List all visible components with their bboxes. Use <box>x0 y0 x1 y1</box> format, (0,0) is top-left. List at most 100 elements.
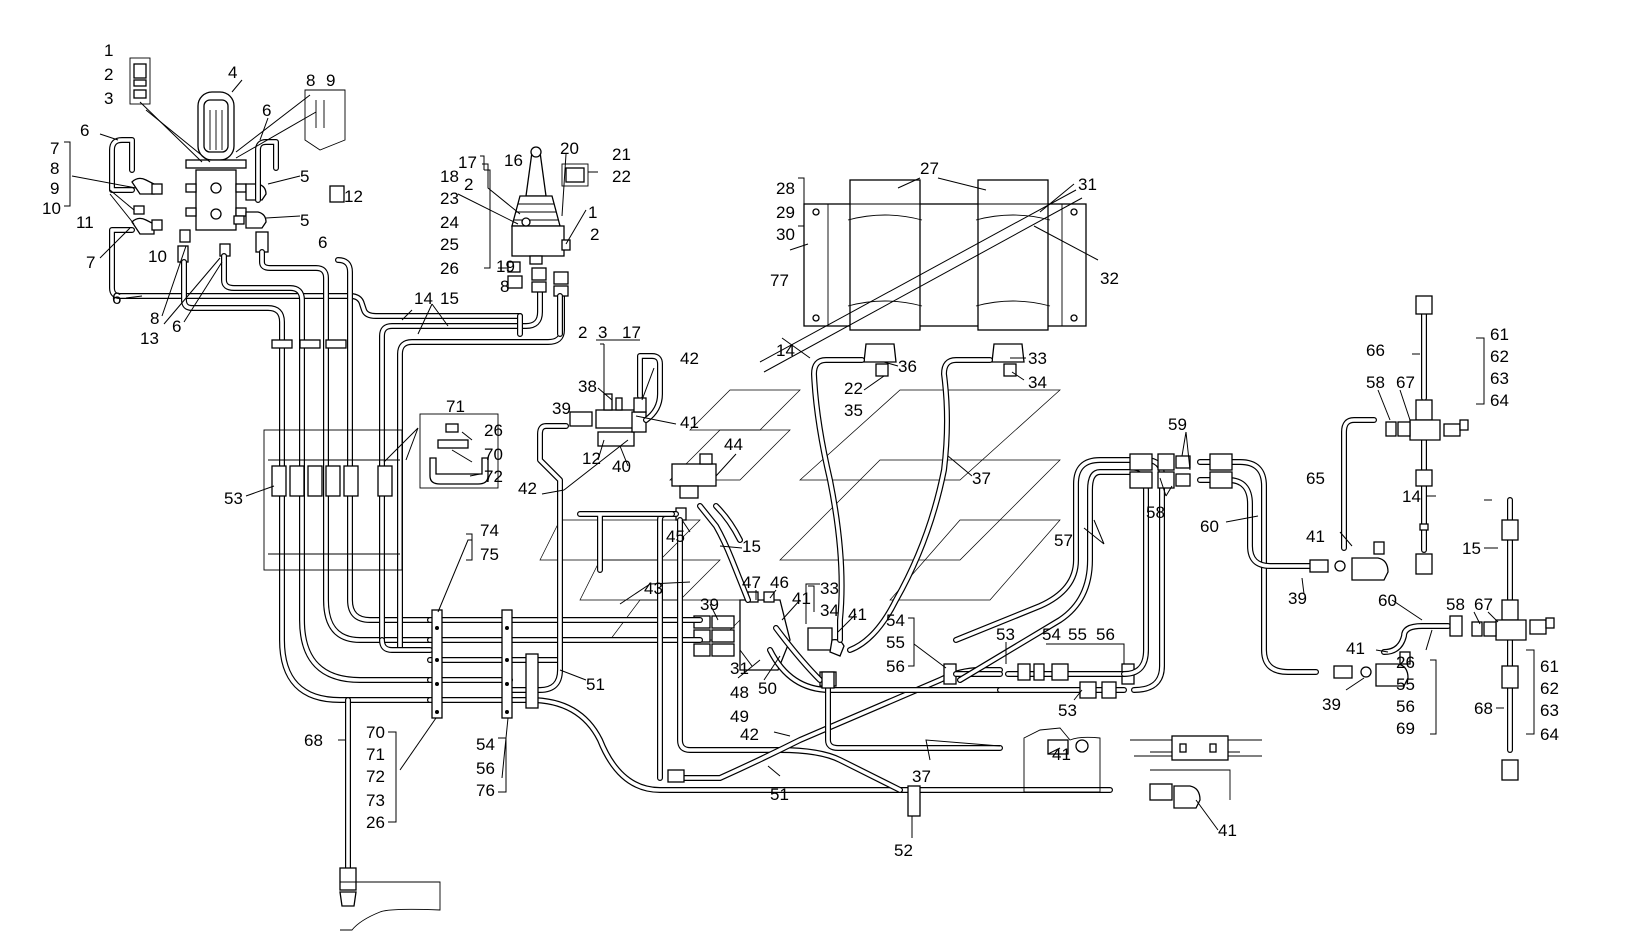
callout-10: 10 <box>42 199 61 218</box>
callout-66: 66 <box>1366 341 1385 360</box>
callout-44: 44 <box>724 435 743 454</box>
callout-41: 41 <box>792 589 811 608</box>
callout-60: 60 <box>1378 591 1397 610</box>
callout-brackets <box>64 141 1535 823</box>
valve-block-38 <box>569 353 663 447</box>
callout-15: 15 <box>742 537 761 556</box>
callout-3: 3 <box>104 89 113 108</box>
callout-12: 12 <box>344 187 363 206</box>
callout-53: 53 <box>996 625 1015 644</box>
callout-54: 54 <box>886 611 905 630</box>
callout-2: 2 <box>464 175 473 194</box>
clamp-detail-box <box>419 413 499 489</box>
callout-56: 56 <box>1396 697 1415 716</box>
callout-55: 55 <box>1068 625 1087 644</box>
callout-49: 49 <box>730 707 749 726</box>
callout-45: 45 <box>666 527 685 546</box>
callout-42: 42 <box>680 349 699 368</box>
callout-55: 55 <box>886 633 905 652</box>
callout-77: 77 <box>770 271 789 290</box>
panel-53 <box>263 339 403 571</box>
callout-73: 73 <box>366 791 385 810</box>
callout-59: 59 <box>1168 415 1187 434</box>
callout-74: 74 <box>480 521 499 540</box>
callout-15: 15 <box>440 289 459 308</box>
callout-6: 6 <box>172 317 181 336</box>
callout-61: 61 <box>1490 325 1509 344</box>
callout-62: 62 <box>1490 347 1509 366</box>
callout-71: 71 <box>366 745 385 764</box>
callout-41: 41 <box>848 605 867 624</box>
callout-17: 17 <box>458 153 477 172</box>
callout-40: 40 <box>612 457 631 476</box>
callout-10: 10 <box>148 247 167 266</box>
callout-76: 76 <box>476 781 495 800</box>
callout-18: 18 <box>440 167 459 186</box>
callout-39: 39 <box>1322 695 1341 714</box>
callout-56: 56 <box>476 759 495 778</box>
callout-29: 29 <box>776 203 795 222</box>
callout-39: 39 <box>552 399 571 418</box>
callout-13: 13 <box>140 329 159 348</box>
callout-37: 37 <box>912 767 931 786</box>
callout-7: 7 <box>86 253 95 272</box>
callout-34: 34 <box>1028 373 1047 392</box>
callout-54: 54 <box>1042 625 1061 644</box>
callout-62: 62 <box>1540 679 1559 698</box>
callout-72: 72 <box>484 467 503 486</box>
callout-64: 64 <box>1490 391 1509 410</box>
callout-64: 64 <box>1540 725 1559 744</box>
callout-65: 65 <box>1306 469 1325 488</box>
callout-58: 58 <box>1366 373 1385 392</box>
callout-67: 67 <box>1396 373 1415 392</box>
callout-8: 8 <box>150 309 159 328</box>
clamps <box>431 609 1135 817</box>
callout-70: 70 <box>484 445 503 464</box>
callout-21: 21 <box>612 145 631 164</box>
callout-51: 51 <box>586 675 605 694</box>
callout-43: 43 <box>644 579 663 598</box>
joystick-assembly <box>507 146 589 297</box>
callout-labels: 1 2 3 4 8 9 6 6 7 8 9 10 5 12 5 11 7 10 … <box>42 41 1559 860</box>
callout-41: 41 <box>1052 745 1071 764</box>
callout-2: 2 <box>590 225 599 244</box>
callout-68: 68 <box>1474 699 1493 718</box>
callout-33: 33 <box>820 579 839 598</box>
callout-22: 22 <box>844 379 863 398</box>
callout-8: 8 <box>306 71 315 90</box>
callout-31: 31 <box>730 659 749 678</box>
callout-19: 19 <box>496 257 515 276</box>
callout-1: 1 <box>104 41 113 60</box>
callout-5: 5 <box>300 211 309 230</box>
leader-lines <box>71 79 1504 838</box>
callout-58: 58 <box>1446 595 1465 614</box>
callout-28: 28 <box>776 179 795 198</box>
callout-53: 53 <box>1058 701 1077 720</box>
callout-34: 34 <box>820 601 839 620</box>
callout-26: 26 <box>440 259 459 278</box>
right-fittings <box>1017 295 1555 809</box>
callout-41: 41 <box>1218 821 1237 840</box>
callout-69: 69 <box>1396 719 1415 738</box>
callout-53: 53 <box>224 489 243 508</box>
callout-4: 4 <box>228 63 237 82</box>
callout-54: 54 <box>476 735 495 754</box>
callout-17: 17 <box>622 323 641 342</box>
callout-26: 26 <box>1396 653 1415 672</box>
callout-71: 71 <box>446 397 465 416</box>
callout-60: 60 <box>1200 517 1219 536</box>
central-pipe-runs <box>379 293 1113 794</box>
callout-42: 42 <box>518 479 537 498</box>
callout-6: 6 <box>262 101 271 120</box>
callout-6: 6 <box>112 289 121 308</box>
callout-2: 2 <box>578 323 587 342</box>
callout-50: 50 <box>758 679 777 698</box>
callout-75: 75 <box>480 545 499 564</box>
callout-22: 22 <box>612 167 631 186</box>
callout-9: 9 <box>50 179 59 198</box>
callout-63: 63 <box>1540 701 1559 720</box>
callout-37: 37 <box>972 469 991 488</box>
callout-36: 36 <box>898 357 917 376</box>
callout-67: 67 <box>1474 595 1493 614</box>
callout-70: 70 <box>366 723 385 742</box>
